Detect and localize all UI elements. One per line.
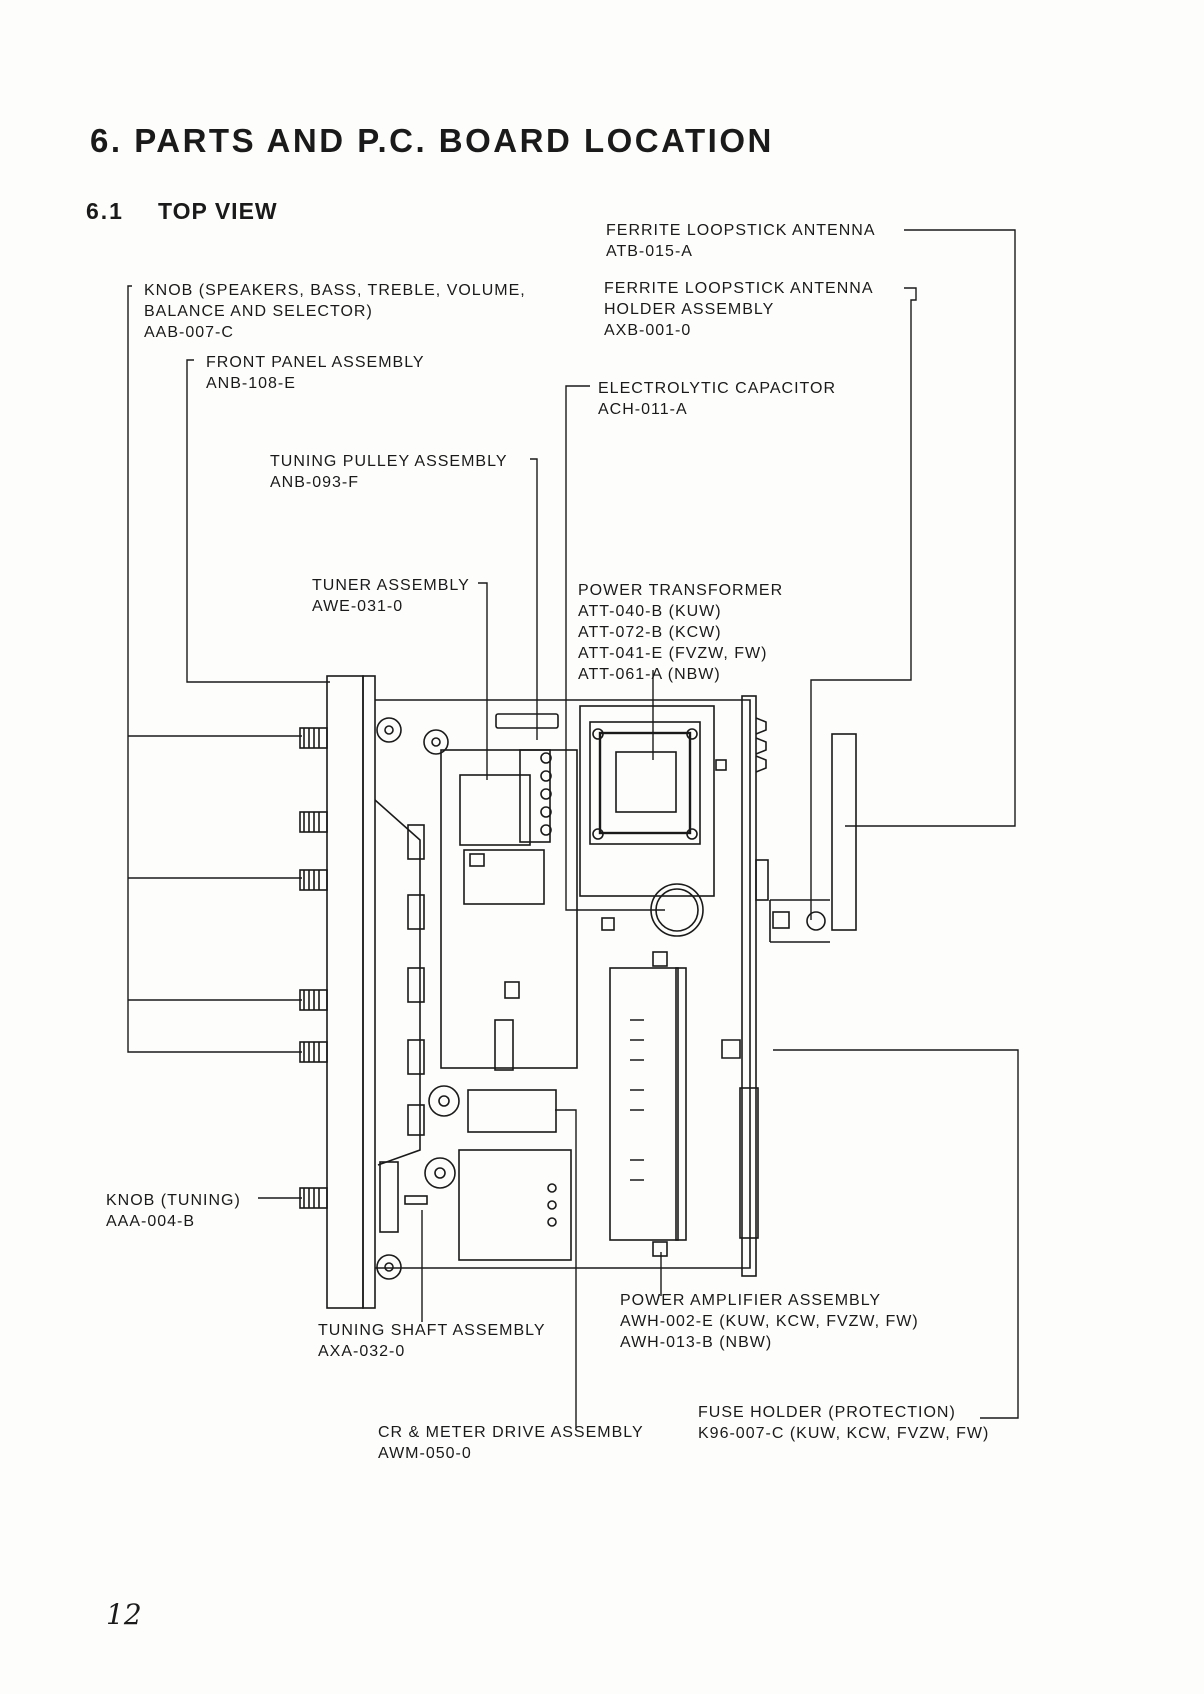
cr-meter-name: CR & METER DRIVE ASSEMBLY [378, 1424, 644, 1441]
transformer-part-4: ATT-061-A (NBW) [578, 666, 721, 683]
label-power-amp: POWER AMPLIFIER ASSEMBLY AWH-002-E (KUW,… [620, 1290, 919, 1353]
power-amp-heatsink [609, 951, 687, 1257]
electrolytic-name: ELECTROLYTIC CAPACITOR [598, 380, 837, 397]
knob-tuning-part: AAA-004-B [106, 1213, 196, 1230]
antenna-holder-name-1: FERRITE LOOPSTICK ANTENNA [604, 280, 874, 297]
label-tuning-shaft: TUNING SHAFT ASSEMBLY AXA-032-0 [318, 1320, 546, 1362]
section-title: TOP VIEW [158, 198, 278, 224]
tuning-shaft-part: AXA-032-0 [318, 1343, 406, 1360]
label-ferrite-antenna: FERRITE LOOPSTICK ANTENNA ATB-015-A [606, 220, 875, 262]
section-number: 6.1 [86, 198, 124, 224]
label-cr-meter: CR & METER DRIVE ASSEMBLY AWM-050-0 [378, 1422, 644, 1464]
label-antenna-holder: FERRITE LOOPSTICK ANTENNA HOLDER ASSEMBL… [604, 278, 873, 341]
ferrite-antenna-part: ATB-015-A [606, 243, 693, 260]
knob-multi-name-2: BALANCE AND SELECTOR) [144, 303, 373, 320]
leader-lines [127, 229, 1019, 1428]
label-tuner: TUNER ASSEMBLY AWE-031-0 [312, 575, 470, 617]
tuning-pulley-name: TUNING PULLEY ASSEMBLY [270, 453, 508, 470]
electrolytic-capacitor [601, 883, 704, 937]
fuse-holder-name: FUSE HOLDER (PROTECTION) [698, 1404, 956, 1421]
knob-multi-part: AAB-007-C [144, 324, 234, 341]
knob-group [299, 727, 328, 1209]
label-front-panel: FRONT PANEL ASSEMBLY ANB-108-E [206, 352, 425, 394]
power-amp-name: POWER AMPLIFIER ASSEMBLY [620, 1292, 882, 1309]
chassis [374, 695, 757, 1277]
front-panel-part: ANB-108-E [206, 375, 296, 392]
transformer-name: POWER TRANSFORMER [578, 582, 784, 599]
rear-panel [721, 717, 769, 1239]
page-title: 6. PARTS AND P.C. BOARD LOCATION [90, 122, 774, 159]
label-power-transformer: POWER TRANSFORMER ATT-040-B (KUW) ATT-07… [578, 580, 783, 685]
antenna-holder-name-2: HOLDER ASSEMBLY [604, 301, 775, 318]
power-amp-part-1: AWH-002-E (KUW, KCW, FVZW, FW) [620, 1313, 919, 1330]
tuner-name: TUNER ASSEMBLY [312, 577, 470, 594]
knob-tuning-name: KNOB (TUNING) [106, 1192, 241, 1209]
label-fuse-holder: FUSE HOLDER (PROTECTION) K96-007-C (KUW,… [698, 1402, 989, 1444]
front-panel-name: FRONT PANEL ASSEMBLY [206, 354, 425, 371]
ferrite-antenna-name: FERRITE LOOPSTICK ANTENNA [606, 222, 876, 239]
electrolytic-part: ACH-011-A [598, 401, 688, 418]
label-knob-tuning: KNOB (TUNING) AAA-004-B [106, 1190, 241, 1232]
antenna-holder-part: AXB-001-0 [604, 322, 692, 339]
power-transformer [579, 705, 727, 897]
front-panel [299, 675, 376, 1309]
transformer-part-2: ATT-072-B (KCW) [578, 624, 722, 641]
transformer-part-1: ATT-040-B (KUW) [578, 603, 722, 620]
tuner-part: AWE-031-0 [312, 598, 404, 615]
power-amp-part-2: AWH-013-B (NBW) [620, 1334, 773, 1351]
cr-meter-part: AWM-050-0 [378, 1445, 472, 1462]
fuse-holder-part: K96-007-C (KUW, KCW, FVZW, FW) [698, 1425, 990, 1442]
tuning-shaft-name: TUNING SHAFT ASSEMBLY [318, 1322, 546, 1339]
terminal-block [519, 749, 552, 843]
cr-meter-board [379, 1089, 572, 1261]
page-number: 12 [106, 1598, 142, 1631]
transformer-part-3: ATT-041-E (FVZW, FW) [578, 645, 768, 662]
ferrite-antenna [769, 733, 857, 943]
pulley-group [376, 713, 559, 1280]
label-tuning-pulley: TUNING PULLEY ASSEMBLY ANB-093-F [270, 451, 507, 493]
knob-multi-name-1: KNOB (SPEAKERS, BASS, TREBLE, VOLUME, [144, 282, 526, 299]
label-electrolytic-capacitor: ELECTROLYTIC CAPACITOR ACH-011-A [598, 378, 836, 420]
tuner-board [440, 749, 578, 1071]
tuning-pulley-part: ANB-093-F [270, 474, 360, 491]
label-knob-multi: KNOB (SPEAKERS, BASS, TREBLE, VOLUME, BA… [144, 280, 526, 343]
